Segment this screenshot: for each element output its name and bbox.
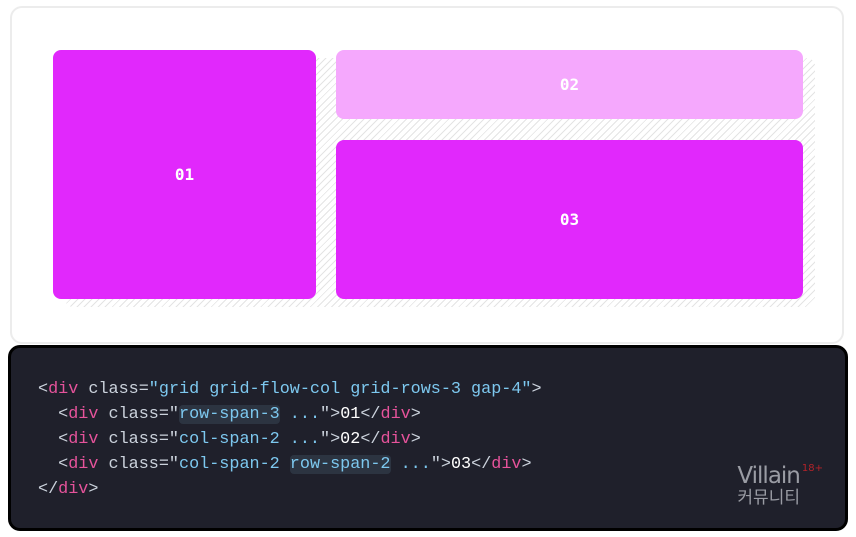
code-line-5: </div>	[38, 480, 99, 499]
code-line-4: <div class="col-span-2 row-span-2 ...">0…	[38, 455, 532, 474]
watermark-sub: 커뮤니티	[737, 488, 800, 508]
code-block: <div class="grid grid-flow-col grid-rows…	[8, 345, 848, 531]
grid-item-01: 01	[53, 50, 316, 299]
watermark-logo: Villain 18+ 커뮤니티	[737, 463, 823, 509]
code-text: <div class="grid grid-flow-col grid-rows…	[38, 377, 542, 502]
watermark-name: Villain	[737, 463, 800, 489]
watermark-age: 18+	[801, 463, 823, 474]
code-line-2: <div class="row-span-3 ...">01</div>	[38, 405, 421, 424]
grid-item-02: 02	[336, 50, 803, 119]
code-line-3: <div class="col-span-2 ...">02</div>	[38, 430, 421, 449]
grid-item-03: 03	[336, 140, 803, 299]
code-line-1: <div class="grid grid-flow-col grid-rows…	[38, 380, 542, 399]
